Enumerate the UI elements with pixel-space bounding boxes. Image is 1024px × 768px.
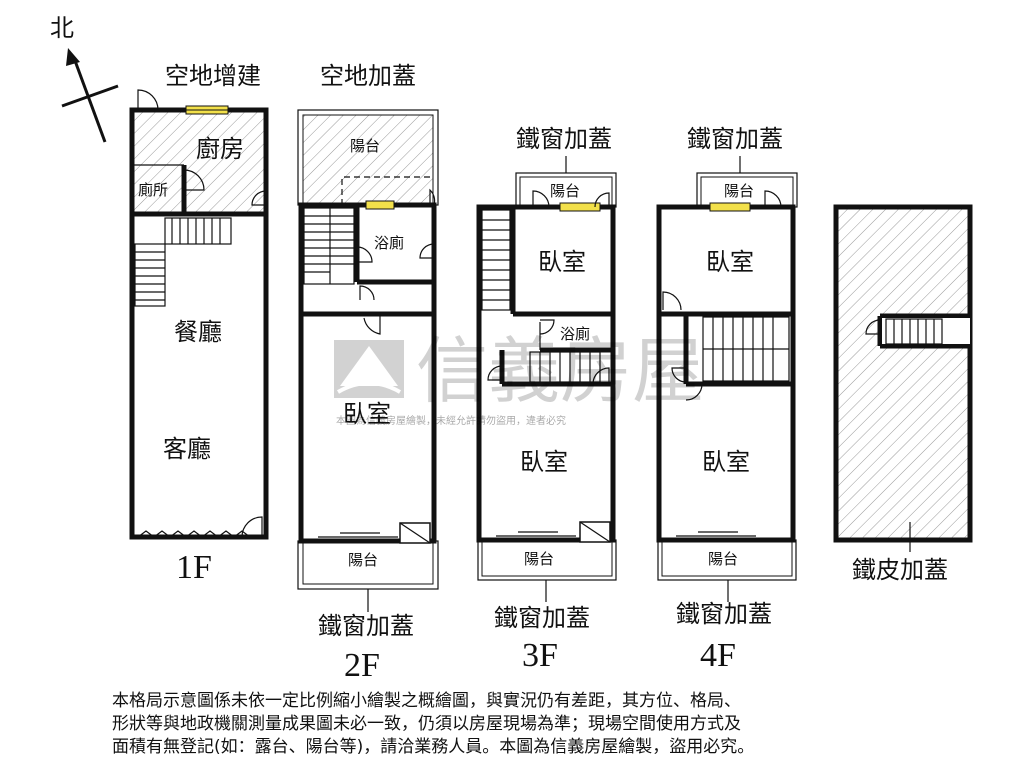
f4-door-balcony — [764, 190, 782, 208]
roof-stair-wall — [877, 313, 970, 349]
f2-balcony-top-label: 陽台 — [350, 137, 380, 155]
f2-door-balcony — [429, 188, 436, 206]
f4-bottom-label: 鐵窗加蓋 — [676, 600, 772, 628]
f3-bottom-label: 鐵窗加蓋 — [494, 604, 590, 632]
north-arrow: 北 — [50, 14, 119, 143]
f2-top-label: 空地加蓋 — [320, 62, 416, 90]
f1-toilet-label: 廁所 — [138, 181, 168, 199]
north-label: 北 — [50, 14, 74, 42]
floor-roof: 鐵皮加蓋 — [833, 204, 973, 584]
f1-hatch-area — [132, 110, 266, 214]
f2-balcony-top — [302, 114, 434, 206]
f3-top-label: 鐵窗加蓋 — [516, 125, 612, 153]
f2-bottom-label: 鐵窗加蓋 — [318, 612, 414, 640]
f3-bedroom-top-label: 臥室 — [538, 248, 586, 276]
disclaimer-line-3: 面積有無登記(如：露台、陽台等)，請洽業務人員。本圖為信義房屋繪製，盜用必究。 — [112, 737, 755, 757]
watermark: 信義房屋 本圖為信義房屋繪製，未經允許請勿盜用，違者必究 — [334, 329, 704, 427]
f2-door-bath — [356, 246, 373, 263]
f4-bedroom-bottom-label: 臥室 — [702, 448, 750, 476]
disclaimer-line-1: 本格局示意圖係未依一定比例縮小繪製之概繪圖，與實況仍有差距，其方位、格局、 — [112, 691, 741, 711]
f4-window — [709, 202, 751, 212]
f3-window — [559, 202, 601, 212]
f1-door-top — [137, 89, 159, 111]
f4-door-hall — [671, 367, 687, 383]
f3-door-hall — [487, 365, 503, 381]
floor-1f: 空地增建 廚房 廁所 餐廳 客廳 1F — [129, 62, 269, 586]
north-arrow-cross — [61, 84, 119, 108]
f2-floor-label: 2F — [344, 647, 380, 684]
f2-window — [365, 200, 395, 210]
roof-stairs — [885, 318, 943, 345]
f4-door-bedroom-top — [662, 291, 682, 311]
f1-folding-door — [137, 530, 251, 538]
f4-floor-label: 4F — [700, 637, 736, 674]
floor-3f: 鐵窗加蓋 陽台 臥室 浴廁 臥室 陽台 鐵窗加蓋 3F — [476, 125, 617, 674]
f3-bath-label: 浴廁 — [560, 325, 590, 343]
disclaimer: 本格局示意圖係未依一定比例縮小繪製之概繪圖，與實況仍有差距，其方位、格局、 形狀… — [112, 690, 932, 759]
floor-4f: 鐵窗加蓋 陽台 臥室 臥室 陽台 鐵窗加蓋 4F — [656, 125, 798, 674]
f4-balcony-bottom-label: 陽台 — [708, 550, 738, 568]
watermark-brand: 信義房屋 — [416, 329, 704, 413]
f3-outer-wall — [476, 204, 616, 543]
f1-living-label: 客廳 — [163, 435, 211, 463]
f2-door-side — [419, 243, 435, 259]
roof-outer-wall — [833, 204, 973, 543]
f2-bath-label: 浴廁 — [374, 234, 404, 252]
f4-door-bedroom-bottom — [685, 383, 703, 401]
f1-dining-label: 餐廳 — [174, 318, 222, 346]
floor-2f: 空地加蓋 陽台 浴廁 臥室 陽台 鐵窗加蓋 2F — [297, 62, 439, 684]
f3-balcony-bottom-label: 陽台 — [524, 550, 554, 568]
f2-bedroom-label: 臥室 — [343, 400, 391, 428]
f1-floor-label: 1F — [176, 549, 212, 586]
f1-stairs-lower — [134, 243, 166, 307]
north-arrow-head — [66, 48, 80, 66]
f4-balcony-top-label: 陽台 — [724, 182, 754, 200]
north-arrow-shaft — [72, 57, 107, 143]
f3-door-bath — [539, 319, 555, 335]
f2-stairs — [303, 207, 355, 285]
f1-top-label: 空地增建 — [165, 62, 261, 90]
f3-door-balcony — [532, 190, 550, 208]
f3-door-bedroom — [592, 367, 610, 385]
roof-bottom-label: 鐵皮加蓋 — [852, 556, 948, 584]
roof-door — [865, 319, 881, 335]
f2-balcony-bottom-label: 陽台 — [348, 551, 378, 569]
f1-door-bottom — [241, 516, 263, 538]
f1-door-side — [251, 190, 267, 206]
f4-top-label: 鐵窗加蓋 — [687, 125, 783, 153]
f3-bedroom-bottom-label: 臥室 — [520, 448, 568, 476]
f4-stairs — [702, 316, 790, 382]
f3-door-balcony-2 — [594, 192, 610, 208]
f2-door-hall — [359, 285, 375, 301]
f1-door-toilet — [183, 169, 205, 191]
f3-floor-label: 3F — [522, 637, 558, 674]
f3-balcony-top-label: 陽台 — [550, 182, 580, 200]
f4-bedroom-top-label: 臥室 — [706, 248, 754, 276]
f1-kitchen-label: 廚房 — [196, 135, 244, 163]
f1-stairs-upper — [164, 217, 232, 245]
disclaimer-line-2: 形狀等與地政機關測量成果圖未必一致，仍須以房屋現場為準；現場空間使用方式及 — [112, 714, 741, 734]
watermark-notice: 本圖為信義房屋繪製，未經允許請勿盜用，違者必究 — [336, 414, 566, 427]
f3-stairs — [481, 209, 601, 383]
floor-plan: 北 — [50, 14, 973, 684]
roof-hatch-area — [836, 207, 970, 540]
f2-door-bedroom — [363, 314, 381, 335]
watermark-logo — [334, 340, 404, 398]
